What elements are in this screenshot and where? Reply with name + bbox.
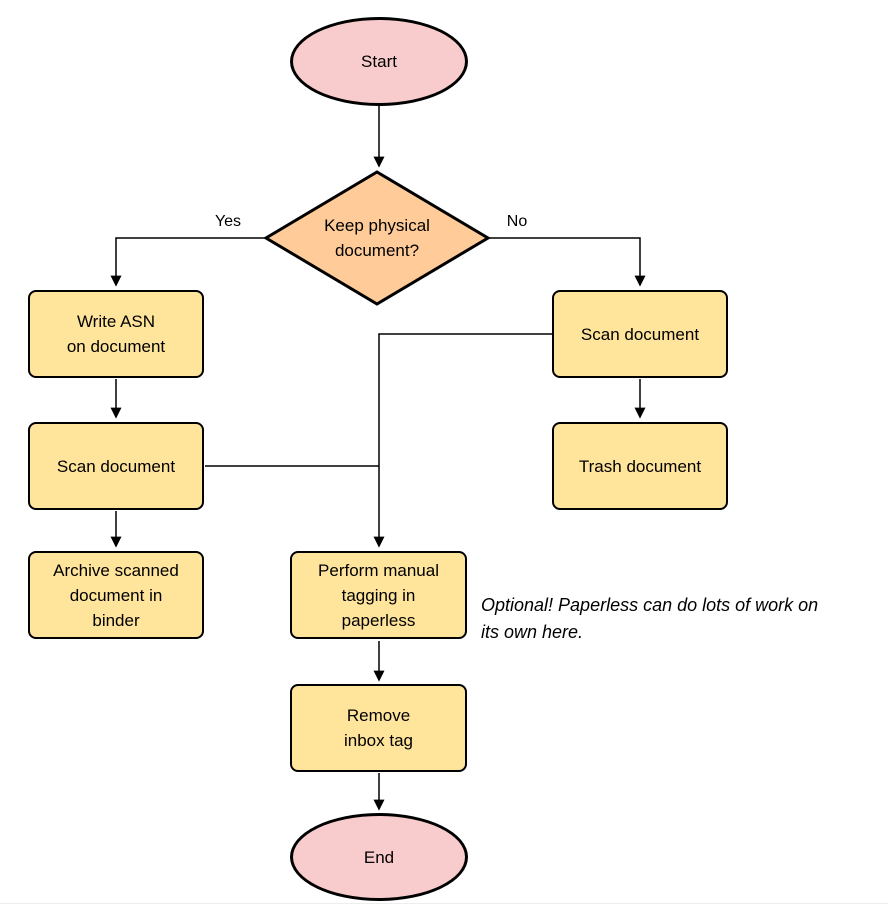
node-write-asn: Write ASN on document	[28, 290, 204, 378]
decision-diamond-shape	[263, 170, 491, 306]
edge-label-yes: Yes	[214, 213, 242, 230]
edge-decision-no-to-scan-right	[488, 237, 646, 287]
node-manual-tagging: Perform manual tagging in paperless	[290, 551, 467, 639]
node-start: Start	[290, 17, 468, 106]
node-scan-document-right: Scan document	[552, 290, 728, 378]
optional-annotation: Optional! Paperless can do lots of work …	[481, 595, 819, 642]
edge-scan-right-to-tagging	[373, 333, 552, 548]
page-bottom-border	[0, 903, 888, 904]
node-decision-label: Keep physical document?	[324, 216, 430, 260]
node-trash-document: Trash document	[552, 422, 728, 510]
node-scan-document-left: Scan document	[28, 422, 204, 510]
node-archive-scanned: Archive scanned document in binder	[28, 551, 204, 639]
node-end: End	[290, 813, 468, 901]
edge-decision-yes-to-write-asn	[110, 237, 266, 287]
node-remove-inbox-tag: Remove inbox tag	[290, 684, 467, 772]
edge-label-no: No	[506, 213, 528, 230]
